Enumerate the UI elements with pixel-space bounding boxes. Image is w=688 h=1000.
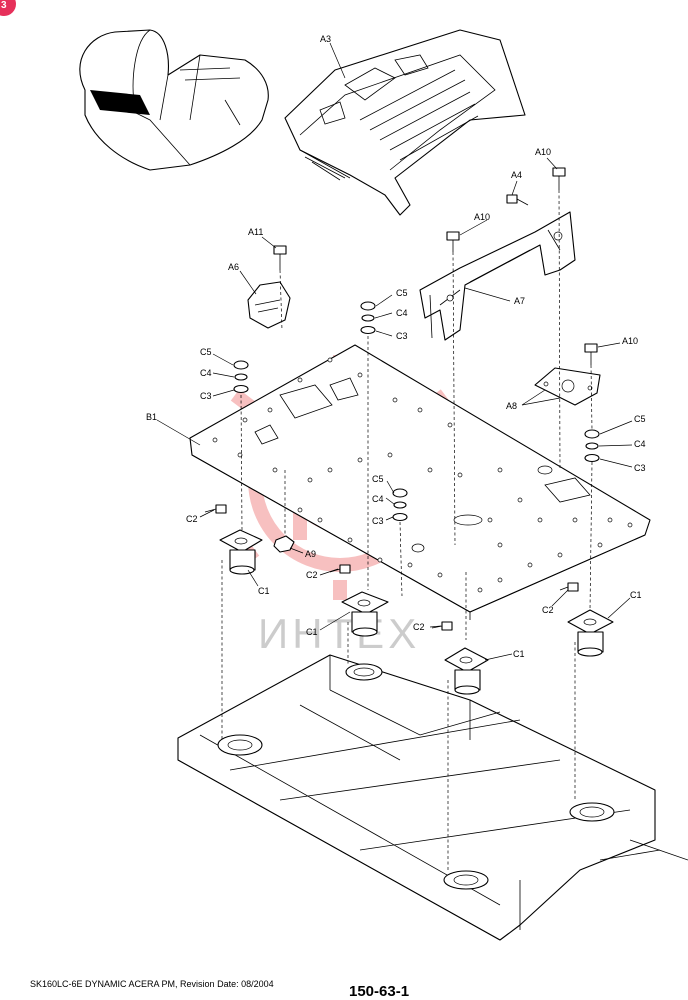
- plate-hole: [427, 467, 433, 473]
- plate-hole: [417, 407, 423, 413]
- rubber-mount-4: [567, 609, 614, 657]
- plate-hole: [327, 467, 333, 473]
- label-a11: A11: [248, 227, 263, 237]
- plate-hole: [237, 452, 243, 458]
- plate-hole: [347, 537, 353, 543]
- label-c2-center: C2: [306, 570, 318, 580]
- label-c4-top: C4: [396, 308, 408, 318]
- label-c1-left: C1: [258, 586, 270, 596]
- label-a10-right: A10: [622, 336, 638, 346]
- plate-a8: [534, 367, 601, 406]
- label-a4: A4: [511, 170, 522, 180]
- plate-hole: [497, 467, 503, 473]
- label-b1: B1: [146, 412, 157, 422]
- plate-hole: [497, 542, 503, 548]
- plate-hole: [357, 457, 363, 463]
- plate-hole: [447, 422, 453, 428]
- plate-hole: [242, 417, 248, 423]
- label-c5-right: C5: [634, 414, 646, 424]
- label-c1-right: C1: [630, 590, 642, 600]
- plate-hole: [597, 542, 603, 548]
- footer-model-revision: SK160LC-6E DYNAMIC ACERA PM, Revision Da…: [30, 979, 274, 989]
- corner-badge: 3: [0, 0, 16, 16]
- label-a6: A6: [228, 262, 239, 272]
- plate-hole: [357, 372, 363, 378]
- page-number: 150-63-1: [349, 983, 410, 1000]
- seat-assembly: [79, 29, 269, 171]
- label-c2-right: C2: [542, 605, 554, 615]
- plate-hole: [477, 587, 483, 593]
- plate-hole: [527, 562, 533, 568]
- label-c4-left: C4: [200, 368, 212, 378]
- label-c1-center: C1: [306, 627, 318, 637]
- label-c3-center: C3: [372, 516, 384, 526]
- plate-hole: [572, 517, 578, 523]
- label-c5-center: C5: [372, 474, 384, 484]
- plate-hole: [387, 452, 393, 458]
- floor-mat: [284, 29, 526, 216]
- plate-hole: [297, 507, 303, 513]
- plate-hole: [377, 557, 383, 563]
- floor-plate: [189, 344, 651, 620]
- base-frame: [177, 654, 688, 941]
- plate-hole: [307, 477, 313, 483]
- label-a10-top: A10: [535, 147, 551, 157]
- plate-hole: [497, 577, 503, 583]
- plate-hole: [557, 552, 563, 558]
- callout-labels: A3 A10 A4 A10 A11 A6 C5 A7 C4 C3 A10 C5 …: [146, 34, 646, 659]
- label-c3-right: C3: [634, 463, 646, 473]
- bracket-a6: [247, 281, 291, 329]
- plate-hole: [212, 437, 218, 443]
- plate-hole: [407, 562, 413, 568]
- plate-hole: [517, 497, 523, 503]
- label-a3: A3: [320, 34, 331, 44]
- plate-hole: [457, 472, 463, 478]
- plate-hole: [272, 467, 278, 473]
- plate-hole: [327, 357, 333, 363]
- leader-lines: [156, 42, 633, 661]
- plate-hole: [297, 377, 303, 383]
- watermark-text: ИНТЕХ: [258, 610, 420, 657]
- alignment-lines: [221, 189, 593, 870]
- label-c3-left: C3: [200, 391, 212, 401]
- plate-hole: [627, 522, 633, 528]
- label-c2-left: C2: [186, 514, 198, 524]
- bolts-and-washers: [204, 167, 600, 631]
- label-c5-left: C5: [200, 347, 212, 357]
- plate-hole: [437, 572, 443, 578]
- label-c3-top: C3: [396, 331, 408, 341]
- label-a8: A8: [506, 401, 517, 411]
- plate-holes: [212, 357, 633, 593]
- label-c5-top: C5: [396, 288, 408, 298]
- label-a10-mid: A10: [474, 212, 490, 222]
- plate-hole: [317, 517, 323, 523]
- rubber-mount-3: [444, 647, 489, 695]
- bracket-a7: [419, 211, 576, 341]
- label-c4-right: C4: [634, 439, 646, 449]
- plate-hole: [607, 517, 613, 523]
- label-a7: A7: [514, 296, 525, 306]
- rubber-mount-1: [219, 529, 263, 575]
- plate-hole: [537, 517, 543, 523]
- plate-hole: [392, 397, 398, 403]
- rubber-mount-2: [341, 591, 389, 637]
- label-c1-lower: C1: [513, 649, 525, 659]
- label-a9: A9: [305, 549, 316, 559]
- plate-hole: [487, 517, 493, 523]
- label-c2-lower: C2: [413, 622, 425, 632]
- label-c4-center: C4: [372, 494, 384, 504]
- plate-hole: [267, 407, 273, 413]
